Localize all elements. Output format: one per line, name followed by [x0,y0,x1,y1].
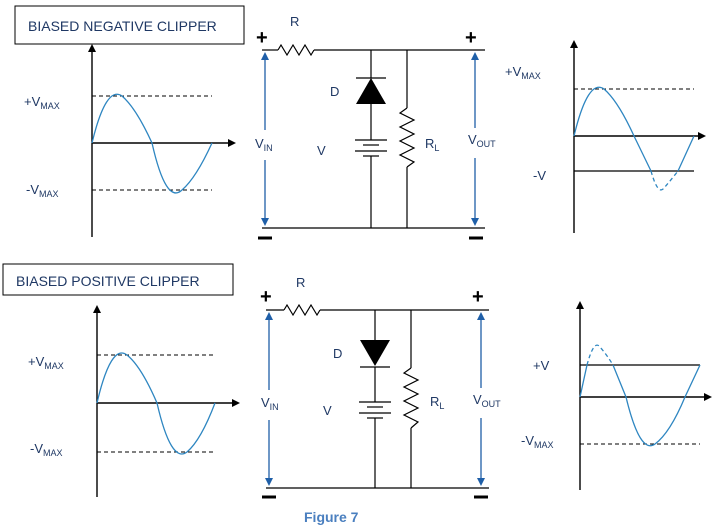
diode-label: D [333,346,342,361]
plus-left: + [256,27,268,49]
vin-label: VIN [261,395,279,412]
input-waveform-bottom: +VMAX -VMAX [28,305,240,497]
plus-right: + [465,27,477,49]
sine-wave [96,352,216,455]
diode [360,340,390,366]
resistor-r [277,43,315,57]
circuit-bottom: + + R D V RL VIN VOUT [260,275,501,499]
vmax-pos-label: +VMAX [28,354,64,371]
figure-caption: Figure 7 [304,509,359,525]
resistor-label: R [296,275,305,290]
sine-wave [91,93,213,194]
plus-left: + [260,286,272,308]
vout-label: VOUT [473,392,501,409]
clipped-portion [650,170,679,191]
diode [356,78,386,104]
load-label: RL [425,136,439,153]
vmax-neg-label: -VMAX [30,441,63,458]
vout-label: VOUT [468,132,496,149]
title-box-bottom [2,263,234,296]
diode-label: D [330,84,339,99]
input-waveform-top: +VMAX -VMAX [24,44,236,237]
vmax-neg-label: -VMAX [26,182,59,199]
output-waveform-bottom: +V -VMAX [521,301,712,490]
bias-label: +V [533,358,550,373]
title-bottom: BIASED POSITIVE CLIPPER [16,273,200,289]
load-resistor [402,367,420,429]
battery-label: V [317,143,326,158]
vmax-pos-label: +VMAX [24,94,60,111]
plus-right: + [472,286,484,308]
clipped-wave [612,364,701,447]
vmax-neg-label: -VMAX [521,433,554,450]
title-box-top [14,5,245,45]
title-top: BIASED NEGATIVE CLIPPER [28,18,217,34]
bias-label: -V [533,168,546,183]
resistor-r [283,303,321,317]
clipped-wave [573,86,652,172]
resistor-label: R [290,14,299,29]
vin-label: VIN [255,136,273,153]
output-waveform-top: +VMAX -V [505,40,706,233]
circuit-top: + + R D V RL VIN VOUT [255,14,496,240]
battery-label: V [323,403,332,418]
vmax-pos-label: +VMAX [505,64,541,81]
clipped-portion [586,344,614,366]
load-resistor [398,107,416,168]
load-label: RL [430,394,444,411]
